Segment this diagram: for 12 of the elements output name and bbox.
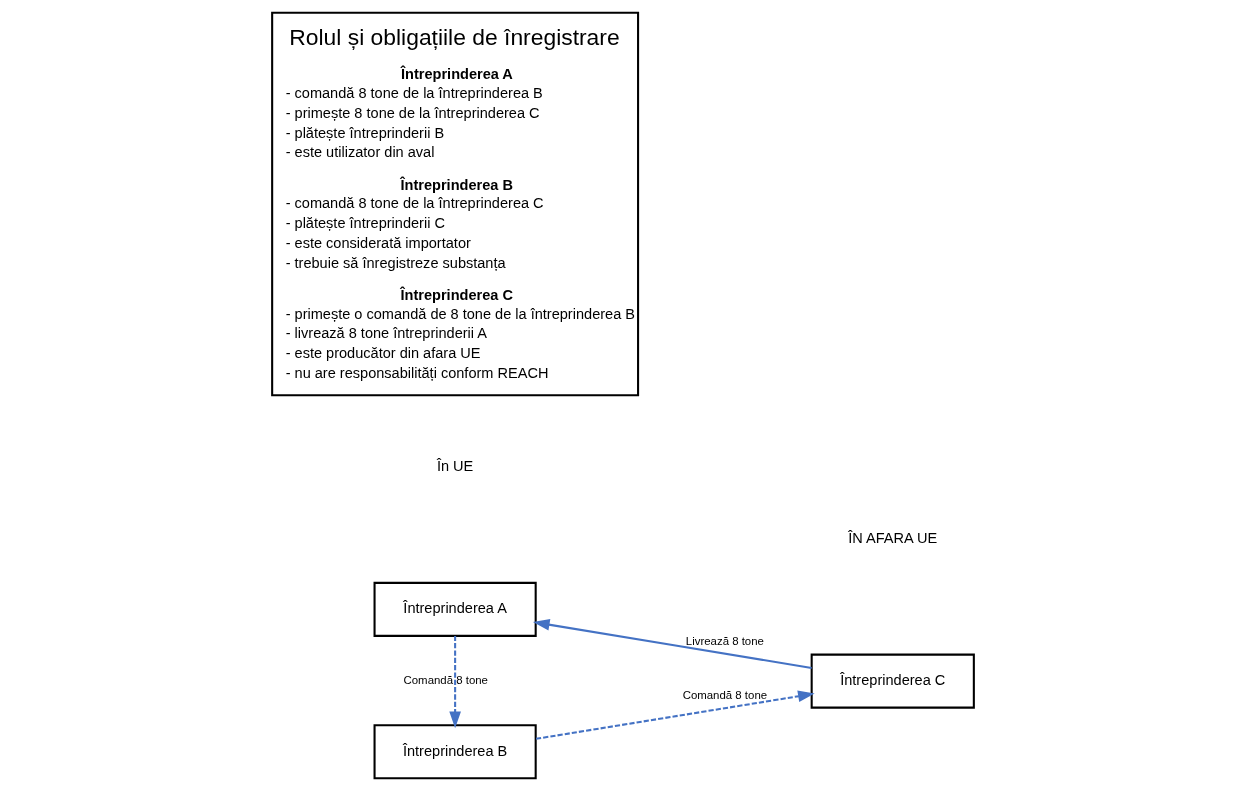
arrow xyxy=(449,636,461,729)
node-box: Rolul și obligațiile de înregistrare Întreprinderea A - comandă 8 tone de la întreprinderea B - primește 8 tone de la întreprinderea C - plătește întreprinderii B - este utilizator din aval Întreprinderea B - comandă 8 tone de la întreprinderea C - plătește întreprinderii C - este considerată importator - trebuie să înregistreze substanța Întreprinderea C - primește o comandă de 8 tone de la întreprinderea B - livrează 8 tone întreprinderii A - este producător din afara UE - nu are responsabilități conform REACH xyxy=(271,11,640,397)
arrow xyxy=(532,619,812,669)
label: În UE xyxy=(436,457,474,474)
edge-label: Comandă 8 tone xyxy=(682,688,768,701)
edge-label: Comandă 8 tone xyxy=(403,673,488,686)
edge-label: Livrează 8 tone xyxy=(685,634,764,647)
node-box: Întreprinderea A xyxy=(373,581,537,637)
arrow xyxy=(535,690,815,740)
node-box: Întreprinderea C xyxy=(810,653,975,709)
node-box: Întreprinderea B xyxy=(373,724,537,780)
label: ÎN AFARA UE xyxy=(848,529,938,546)
